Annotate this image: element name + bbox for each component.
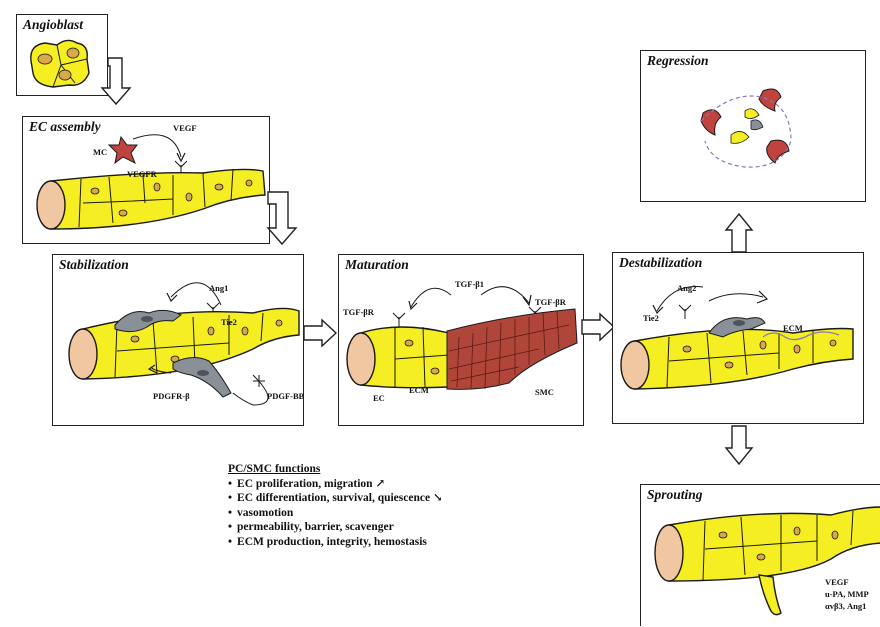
panel-regression: Regression: [640, 50, 866, 202]
legend-title: PC/SMC functions: [228, 462, 443, 477]
label-tie2: Tie2: [643, 313, 659, 323]
arrow-assembly-to-stabilization: [266, 186, 316, 246]
label-ec: EC: [373, 393, 385, 403]
arrow-stabilization-to-maturation: [302, 318, 342, 348]
legend-item: vasomotion: [228, 506, 443, 521]
label-tgfbr-left: TGF-βR: [343, 307, 374, 317]
label-ecm: ECM: [783, 323, 803, 333]
panel-destabilization: Destabilization Ang2 Tie2 ECM: [612, 252, 864, 424]
panel-ec-assembly: EC assembly MC VEGF VEGFR: [22, 116, 270, 244]
panel-angioblast: Angioblast: [16, 14, 108, 96]
pc-smc-functions-legend: PC/SMC functions EC proliferation, migra…: [228, 462, 443, 549]
label-tgfb1: TGF-β1: [455, 279, 484, 289]
arrow-to-sprouting: [724, 424, 754, 468]
label-tie2: Tie2: [221, 317, 237, 327]
arrow-angioblast-to-assembly: [100, 52, 140, 112]
label-pdgfr: PDGFR-β: [153, 391, 190, 401]
label-vegf: VEGF: [173, 123, 197, 133]
ec-assembly-drawing: [23, 117, 271, 245]
legend-item: ECM production, integrity, hemostasis: [228, 535, 443, 550]
legend-item: EC proliferation, migration ↗: [228, 477, 443, 492]
panel-stabilization: Stabilization Ang1 Tie2 PDGFR-β PDGF-BB: [52, 254, 304, 426]
stabilization-drawing: [53, 255, 305, 427]
angioblast-cells: [17, 15, 109, 97]
label-tgfbr-right: TGF-βR: [535, 297, 566, 307]
regression-drawing: [641, 51, 867, 203]
label-mc: MC: [93, 147, 107, 157]
label-sprout-3: αvβ3, Ang1: [825, 601, 866, 611]
label-sprout-1: VEGF: [825, 577, 849, 587]
panel-sprouting: Sprouting VEGF u-PA, MMP αvβ3, Ang1: [640, 484, 880, 626]
panel-maturation: Maturation TGF-β1 TGF-βR TGF-βR EC ECM S…: [338, 254, 584, 426]
label-pdgfbb: PDGF-BB: [267, 391, 304, 401]
legend-item: EC differentiation, survival, quiescence…: [228, 491, 443, 506]
legend-list: EC proliferation, migration ↗ EC differe…: [228, 477, 443, 550]
label-sprout-2: u-PA, MMP: [825, 589, 869, 599]
destabilization-drawing: [613, 253, 865, 425]
label-ecm: ECM: [409, 385, 429, 395]
label-vegfr: VEGFR: [127, 169, 157, 179]
label-ang1: Ang1: [209, 283, 228, 293]
label-smc: SMC: [535, 387, 554, 397]
label-ang2: Ang2: [677, 283, 696, 293]
mast-cell: [109, 137, 137, 163]
arrow-to-regression: [724, 212, 754, 256]
legend-item: permeability, barrier, scavenger: [228, 520, 443, 535]
